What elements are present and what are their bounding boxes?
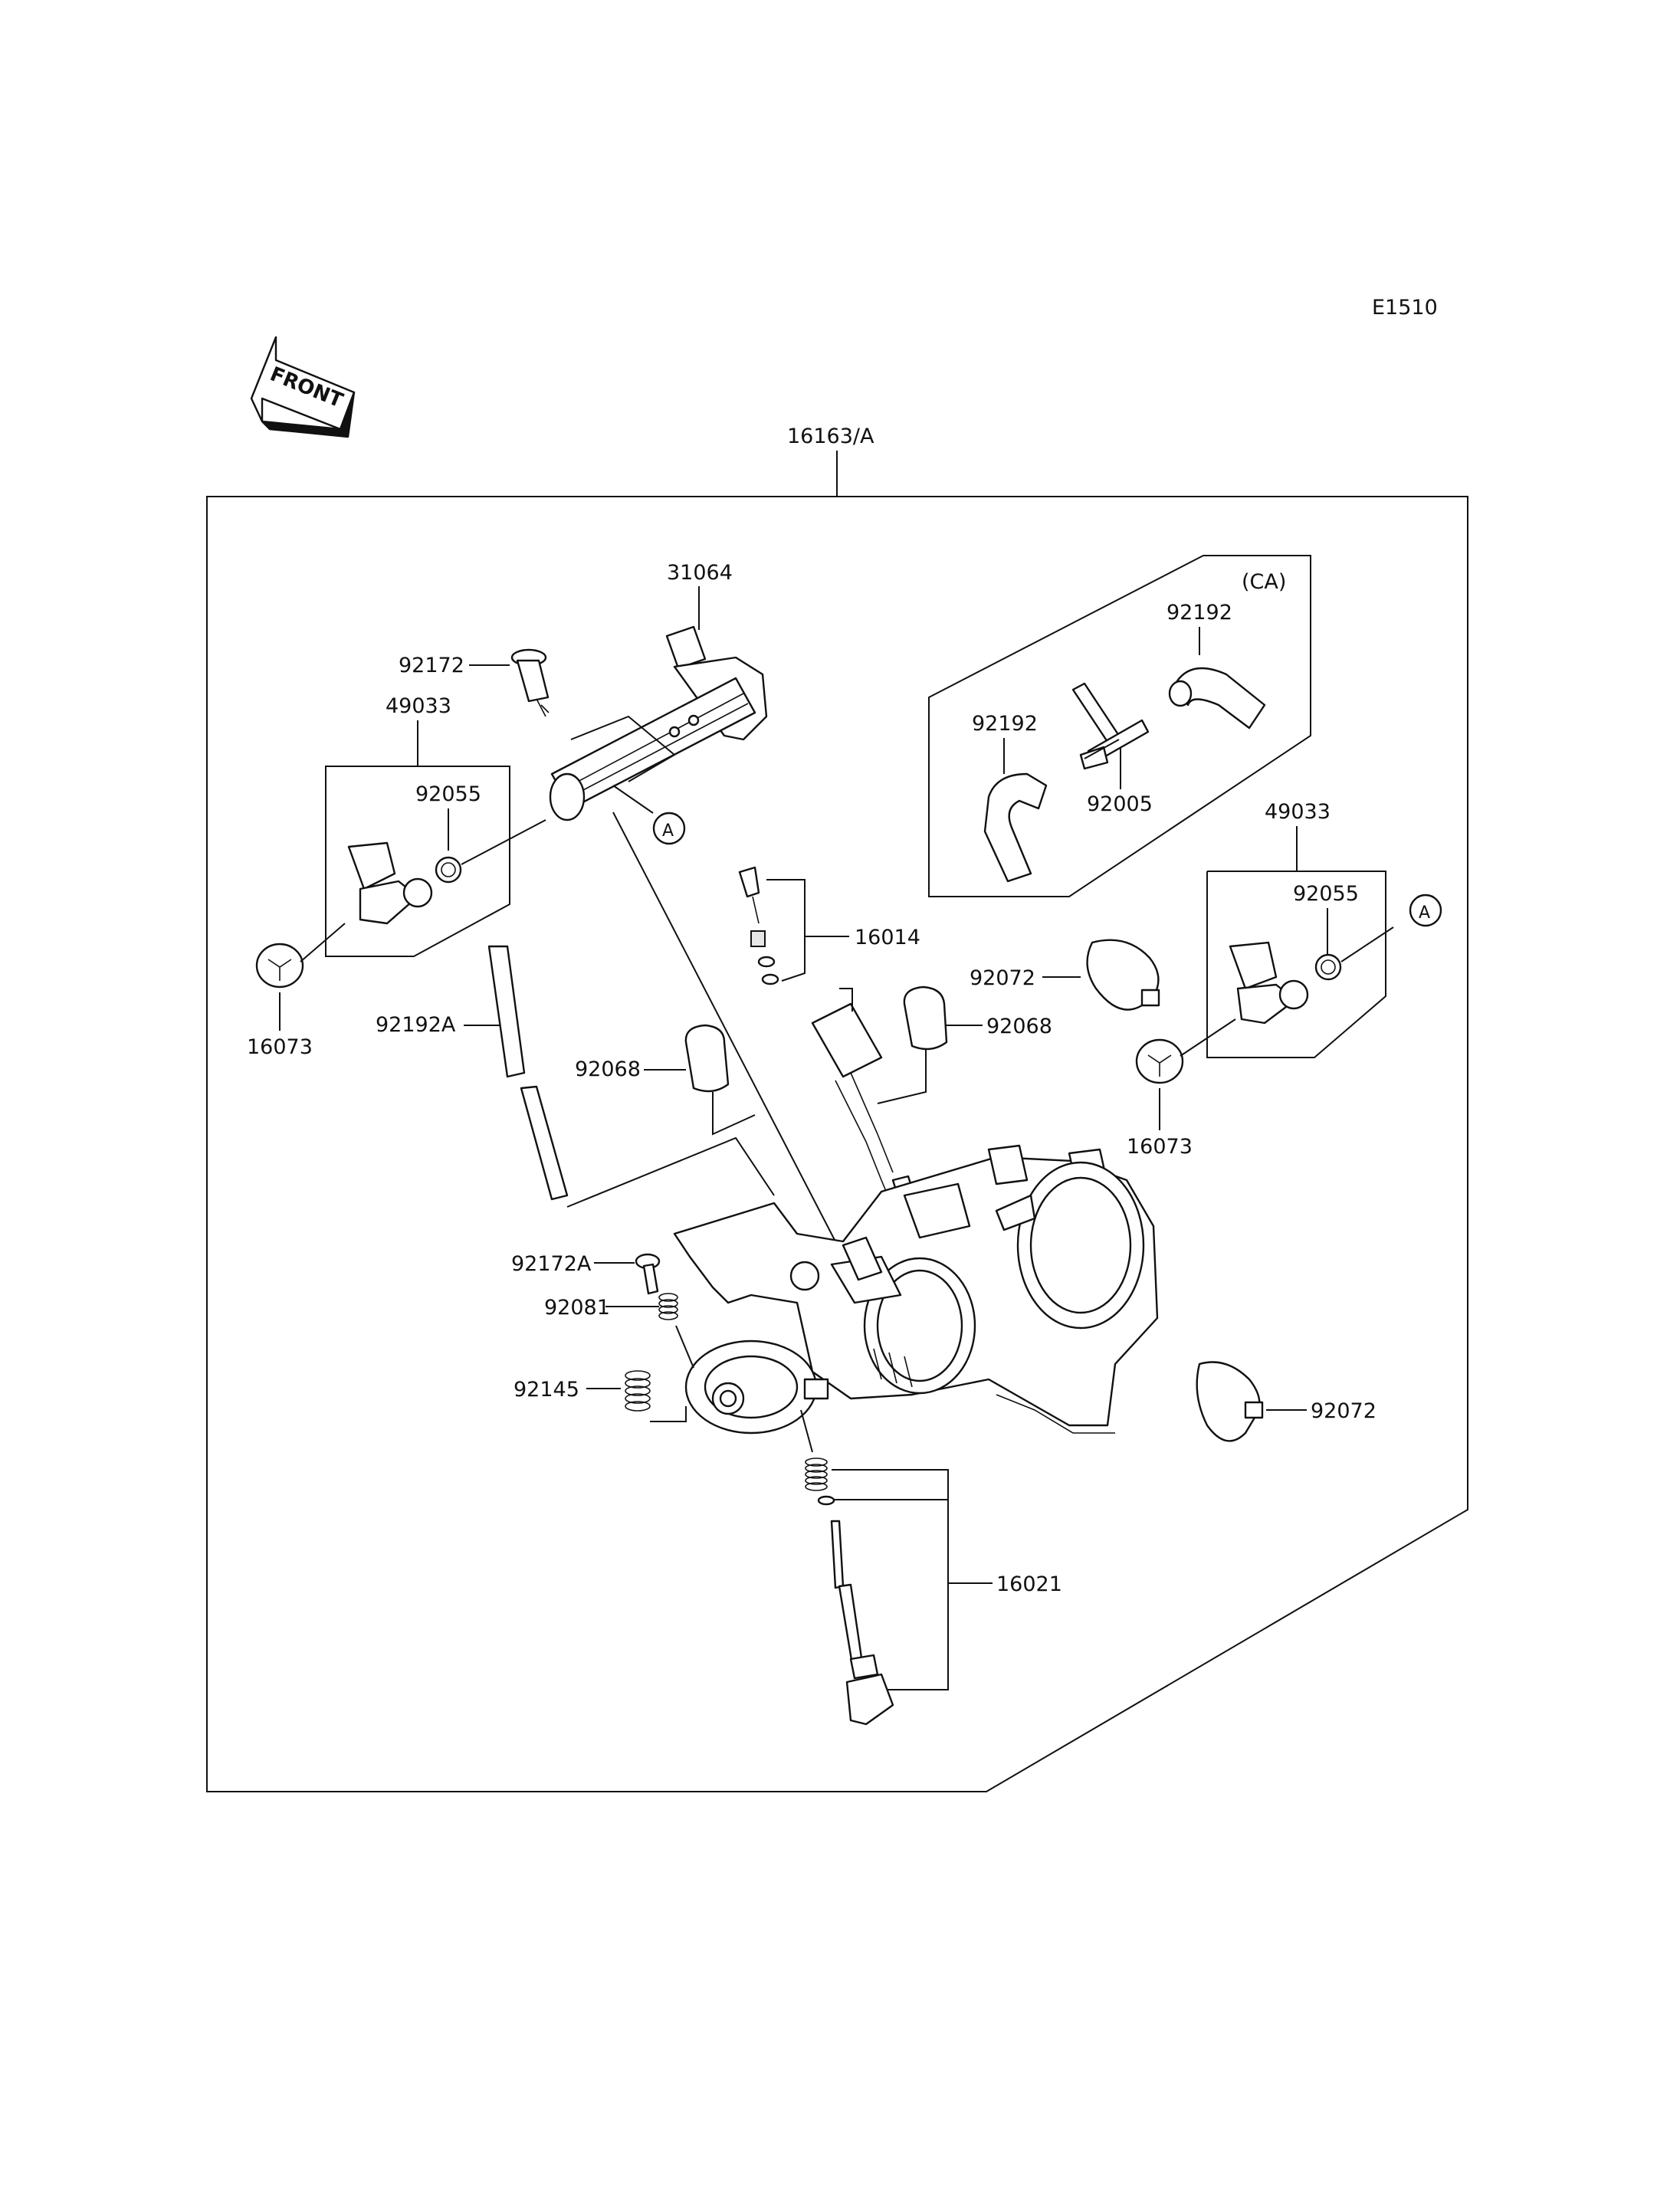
label-92072-top: 92072 (970, 966, 1035, 990)
screw-92172 (510, 648, 550, 717)
injector-left (347, 841, 462, 925)
ref-marker-a-left: A (652, 812, 686, 845)
label-92055-right: 92055 (1293, 882, 1359, 906)
spring-92145 (625, 1370, 651, 1412)
label-16014: 16014 (855, 926, 920, 949)
label-16073-left: 16073 (247, 1035, 313, 1059)
cable-tie-top (1086, 939, 1160, 1011)
tee-fitting-92005 (1071, 682, 1150, 770)
grommet-right (1135, 1038, 1184, 1084)
label-92192-left: 92192 (972, 712, 1038, 736)
label-92192-top: 92192 (1166, 601, 1232, 625)
label-ca: (CA) (1242, 570, 1286, 594)
screw-92172A (635, 1253, 661, 1295)
label-92081: 92081 (544, 1296, 610, 1320)
label-16021: 16021 (996, 1572, 1062, 1596)
ref-marker-a-right: A (1409, 894, 1442, 927)
grommet-left (255, 943, 304, 989)
label-92072-bottom: 92072 (1311, 1399, 1376, 1423)
throttle-pulley (684, 1340, 829, 1435)
cap-92068-left (684, 1024, 730, 1093)
cap-92068-right (903, 985, 948, 1051)
diagram-code: E1510 (1372, 296, 1438, 320)
ca-kit-frame (928, 555, 1311, 897)
label-92068-left: 92068 (575, 1058, 641, 1081)
label-92172: 92172 (399, 654, 464, 677)
label-92172A: 92172A (511, 1252, 592, 1276)
label-92005: 92005 (1087, 792, 1153, 816)
spring-92081 (658, 1293, 678, 1320)
throttle-body (673, 1144, 1159, 1434)
sensor-16014 (738, 866, 779, 985)
cable-tie-bottom (1196, 1361, 1264, 1442)
front-arrow-icon: FRONT (250, 336, 356, 438)
label-92145: 92145 (514, 1378, 579, 1402)
hose-92192-top (1168, 667, 1266, 730)
hose-92192-left (983, 772, 1048, 883)
label-92192A: 92192A (376, 1013, 456, 1037)
label-49033-right: 49033 (1265, 800, 1331, 824)
label-92068-right: 92068 (986, 1015, 1052, 1038)
svg-text:A: A (662, 821, 674, 841)
fuel-rail (549, 625, 768, 821)
label-31064: 31064 (667, 561, 733, 585)
assembly-frame (206, 496, 1468, 1792)
injector-right (1229, 941, 1342, 1025)
label-49033-left: 49033 (386, 694, 451, 718)
label-92055-left: 92055 (415, 782, 481, 806)
label-16073-right: 16073 (1127, 1135, 1193, 1159)
label-16163A: 16163/A (787, 425, 874, 448)
hose-92192A (487, 945, 569, 1201)
svg-text:A: A (1419, 903, 1430, 923)
idle-screw-16021 (805, 1458, 894, 1726)
